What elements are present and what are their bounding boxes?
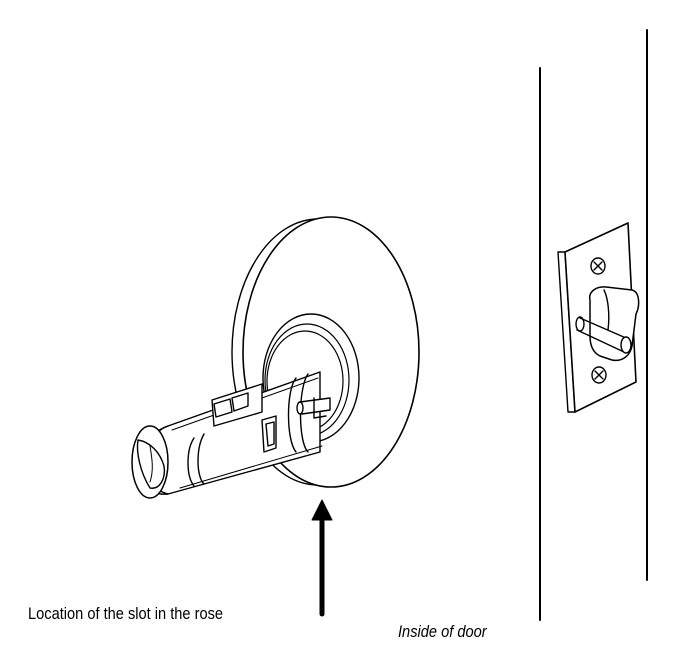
slot-pointer-arrow (311, 499, 333, 617)
screw-top (590, 257, 606, 275)
latch-bolt (575, 286, 640, 362)
chassis-cylinder (144, 371, 331, 495)
door-side-label: Inside of door (398, 622, 487, 641)
slot-location-label: Location of the slot in the rose (28, 604, 224, 623)
strike-plate (557, 222, 640, 413)
thumb-turn (131, 425, 169, 499)
screw-bottom (591, 366, 607, 384)
door-edge (539, 29, 648, 621)
